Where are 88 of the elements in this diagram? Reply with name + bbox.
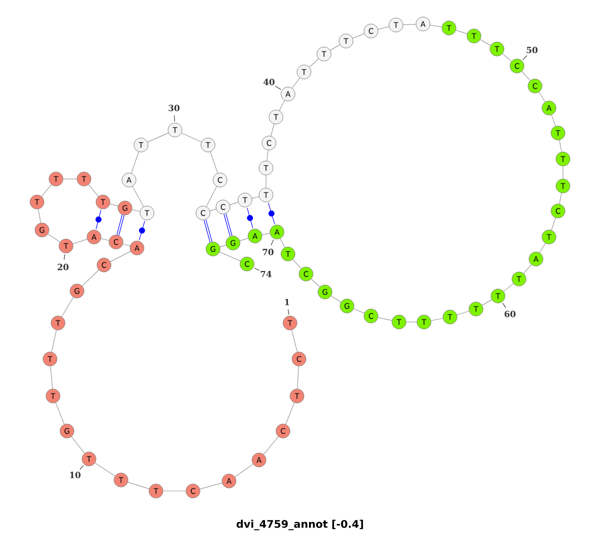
backbone-line	[50, 366, 53, 390]
position-number: 60	[504, 310, 516, 318]
backbone-line	[262, 232, 270, 235]
backbone-line	[270, 124, 274, 136]
backbone-line	[280, 238, 286, 248]
backbone-line	[378, 317, 392, 321]
backbone-line	[538, 92, 546, 102]
position-number: 74	[260, 270, 272, 278]
base-pair-line	[224, 214, 232, 236]
backbone-line	[291, 330, 298, 352]
backbone-line	[285, 402, 295, 425]
backbone-line	[200, 482, 222, 490]
backbone-line	[266, 150, 268, 162]
backbone-line	[38, 208, 42, 224]
backbone-line	[292, 259, 302, 269]
backbone-line	[330, 296, 342, 302]
backbone-line	[132, 186, 144, 207]
backbone-line	[220, 244, 226, 248]
backbone-line	[62, 178, 78, 180]
backbone-line	[210, 208, 216, 212]
backbone-line	[551, 114, 556, 126]
backbone-line	[456, 310, 470, 316]
backbone-line	[147, 132, 169, 142]
backbone-line	[562, 166, 564, 180]
backbone-line	[480, 39, 491, 46]
backbone-line	[100, 238, 110, 241]
backbone-line	[210, 152, 218, 174]
backbone-line	[502, 53, 512, 62]
backbone-line	[181, 132, 202, 142]
backbone-line	[352, 33, 365, 39]
backbone-line	[292, 78, 300, 88]
backbone-line	[503, 283, 514, 292]
position-number: 50	[526, 46, 538, 54]
backbone-line	[94, 462, 116, 476]
backbone-line	[456, 30, 468, 34]
backbone-line	[482, 299, 492, 306]
backbone-line	[252, 196, 260, 199]
backbone-line	[234, 464, 254, 478]
position-number: 40	[263, 78, 274, 86]
backbone-line	[551, 218, 556, 230]
base-pair-line	[96, 210, 102, 230]
backbone-line	[230, 202, 238, 206]
backbone-line	[110, 204, 118, 206]
backbone-line	[48, 234, 60, 242]
backbone-line	[110, 251, 131, 262]
backbone-line	[539, 242, 546, 254]
backbone-line	[128, 482, 150, 490]
title: dvi_4759_annot [-0.4]	[236, 520, 363, 530]
backbone-line	[61, 296, 74, 318]
backbone-line	[378, 26, 390, 30]
backbone-line	[55, 402, 65, 425]
backbone-line	[297, 366, 299, 390]
position-number: 10	[70, 472, 80, 478]
backbone-line	[131, 152, 139, 174]
backbone-line	[310, 278, 320, 288]
backbone-line	[402, 24, 416, 26]
backbone-line	[132, 209, 140, 212]
backbone-line	[162, 490, 186, 492]
base-pair-line	[204, 220, 212, 242]
backbone-line	[240, 238, 248, 242]
backbone-line	[82, 270, 100, 286]
backbone-line	[522, 71, 530, 81]
position-number: 1	[285, 298, 290, 306]
backbone-line	[51, 330, 57, 352]
backbone-line	[41, 184, 52, 197]
backbone-line	[559, 140, 562, 152]
base-pair-line	[116, 214, 124, 236]
backbone-line	[206, 186, 217, 207]
backbone-line	[71, 436, 85, 454]
backbone-line	[219, 252, 241, 262]
base-pair-line	[268, 202, 275, 224]
backbone-line	[88, 184, 99, 197]
backbone-line	[353, 308, 365, 314]
base-pair-line	[138, 220, 146, 240]
backbone-line	[279, 100, 285, 111]
backbone-line	[430, 24, 442, 28]
backbone-line	[430, 318, 444, 321]
backbone-line	[330, 44, 340, 51]
position-number: 30	[168, 104, 180, 112]
position-number: 20	[58, 264, 68, 270]
backbone-line	[309, 58, 319, 68]
base-pair-line	[246, 208, 254, 228]
backbone-line	[72, 238, 88, 244]
backbone-line	[559, 192, 562, 204]
backbone-line	[263, 436, 279, 455]
backbone-line	[122, 244, 130, 246]
position-number: 70	[262, 248, 274, 256]
backbone-line	[523, 264, 532, 274]
